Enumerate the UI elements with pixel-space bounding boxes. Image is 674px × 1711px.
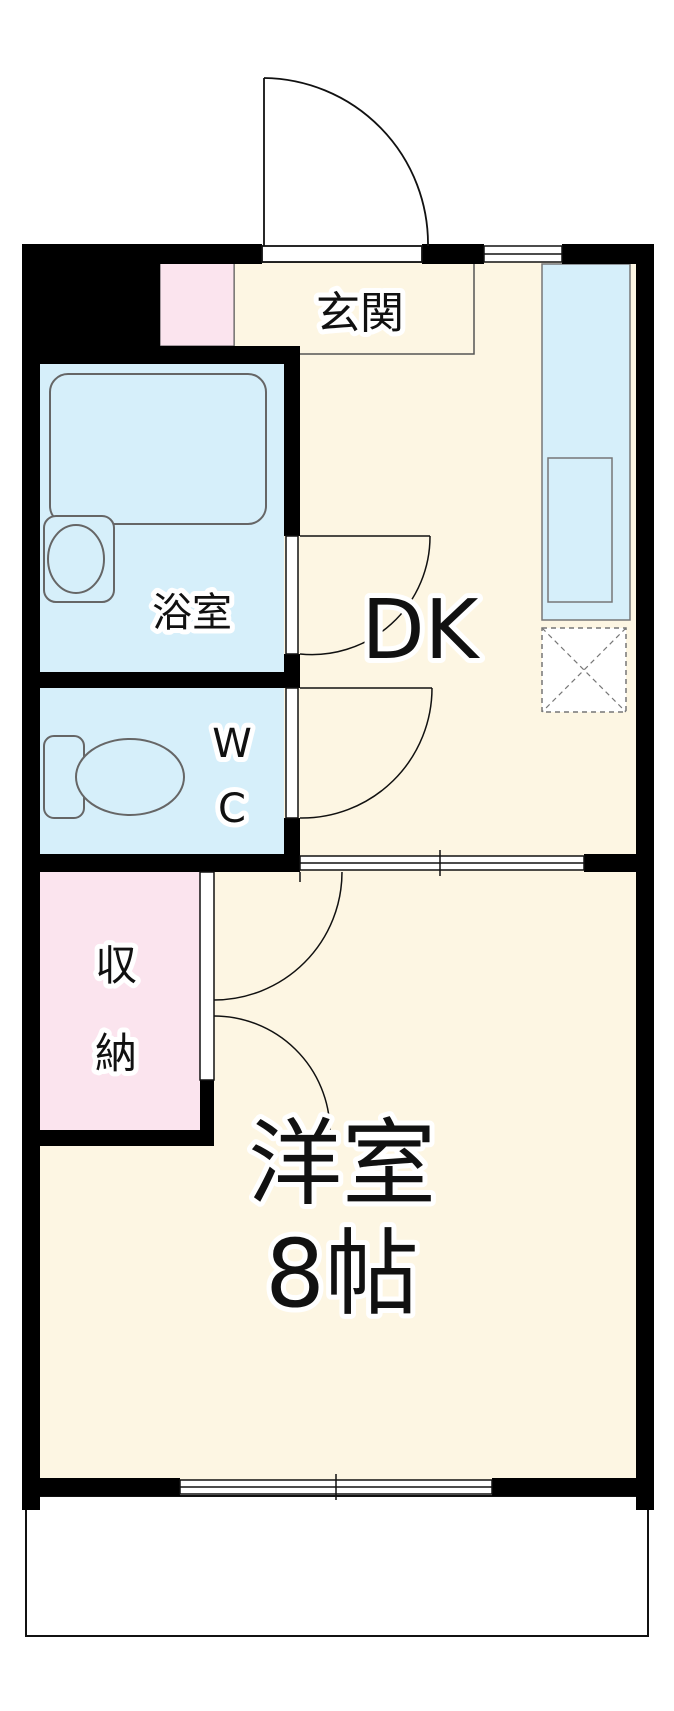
entrance-door [261, 77, 429, 263]
bath-door [285, 535, 431, 656]
western-room-door [213, 871, 343, 1001]
windows [179, 245, 585, 1500]
washbasin-bowl [47, 524, 105, 594]
label-bath: 浴室 [152, 590, 232, 636]
walls [22, 244, 654, 1510]
label-western-room: 洋室 [248, 1110, 436, 1219]
storage-doors [199, 871, 331, 1131]
label-storage-1: 収 [95, 941, 137, 990]
fridge-cross-b [541, 627, 627, 713]
label-storage-2: 納 [95, 1029, 137, 1078]
balcony [25, 1495, 649, 1637]
label-wc-c: C [218, 786, 246, 832]
label-dk: DK [362, 583, 481, 678]
wc-door [285, 687, 433, 819]
label-wc-w: W [212, 721, 252, 767]
fridge-cross-a [541, 627, 627, 713]
bathtub [49, 373, 267, 525]
sink [547, 457, 613, 603]
toilet-bowl [75, 738, 185, 816]
storage-floor [40, 872, 200, 1130]
shoe-storage [159, 261, 235, 347]
genkan-floor [233, 261, 475, 355]
label-western-room-size: 8帖 [265, 1220, 419, 1329]
label-genkan: 玄関 [316, 288, 404, 339]
